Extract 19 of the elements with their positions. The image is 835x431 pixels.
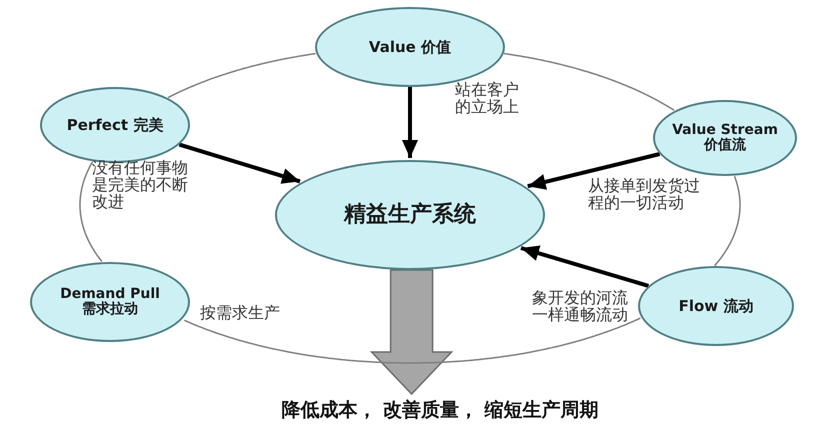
arrow xyxy=(178,142,301,184)
oval-node: Demand Pull 需求拉动 xyxy=(30,262,190,342)
connector-line xyxy=(504,52,674,111)
annotation-text: 按需求生产 xyxy=(200,305,281,322)
arrow xyxy=(402,87,418,158)
arrow xyxy=(527,152,660,190)
annotation-text: 从接单到发货过程的一切活动 xyxy=(588,178,701,212)
annotation-text: 象开发的河流一样通畅流动 xyxy=(532,290,629,324)
oval-node: Value Stream 价值流 xyxy=(653,100,797,176)
oval-node: 精益生产系统 xyxy=(275,160,545,270)
annotation-text: 没有任何事物是完美的不断改进 xyxy=(92,160,189,210)
oval-node: Flow 流动 xyxy=(638,266,794,346)
result-text: 降低成本， 改善质量， 缩短生产周期 xyxy=(210,397,670,423)
connector-line xyxy=(168,52,316,98)
block-arrow xyxy=(370,269,454,396)
connector-line xyxy=(184,317,641,364)
arrow xyxy=(520,245,650,288)
connector-line xyxy=(714,176,741,266)
connector-line xyxy=(79,161,102,262)
